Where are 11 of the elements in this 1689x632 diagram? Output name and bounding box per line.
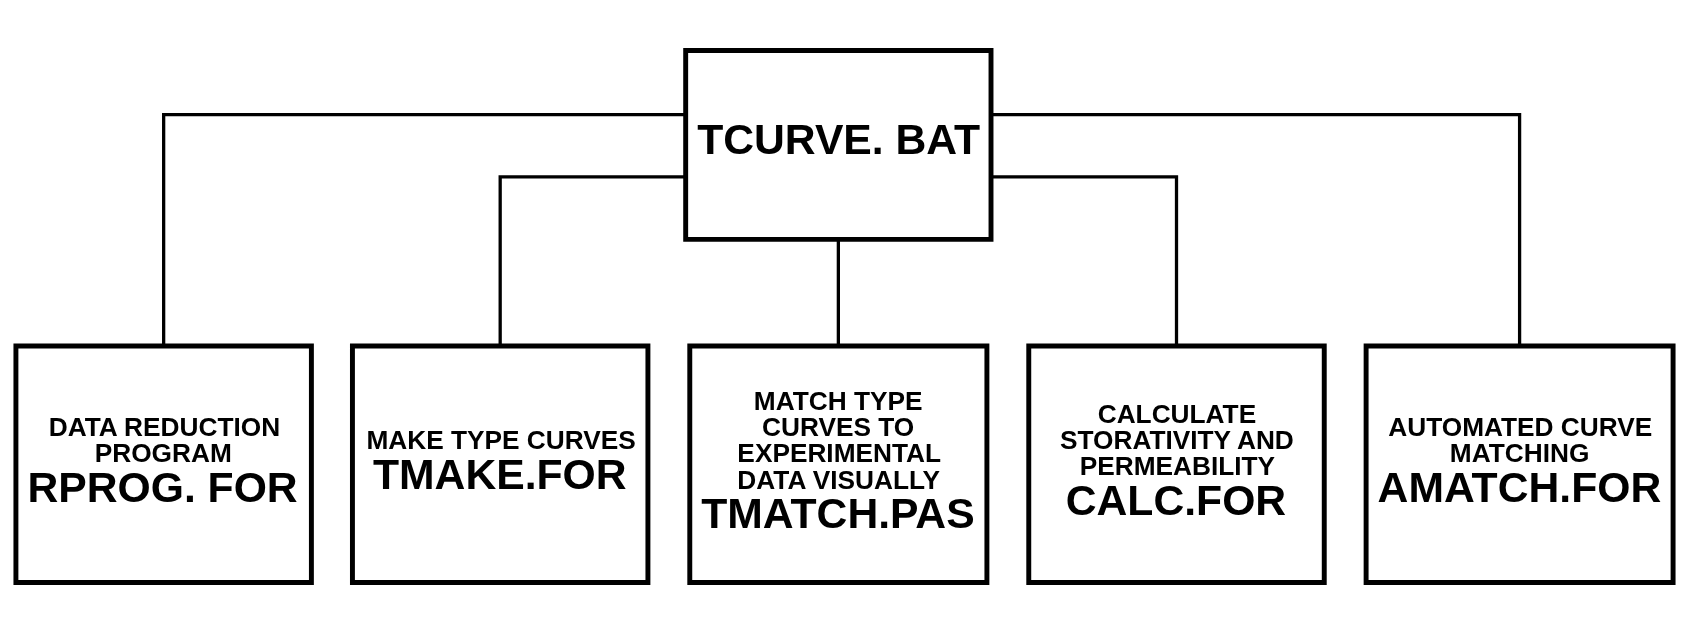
- connector: [836, 238, 840, 346]
- connector: [991, 112, 1522, 346]
- node-box: TCURVE. BAT: [683, 47, 994, 242]
- connector: [498, 174, 686, 346]
- node-box: CALCULATE STORATIVITY AND PERMEABILITY CALC.FOR: [1026, 343, 1327, 585]
- connector: [162, 112, 686, 346]
- node-box: MAKE TYPE CURVES TMAKE.FOR: [350, 343, 651, 585]
- node-box: DATA REDUCTION PROGRAM RPROG. FOR: [13, 343, 314, 585]
- connector: [991, 174, 1179, 346]
- node-box: MATCH TYPE CURVES TO EXPERIMENTAL DATA VISUALLY TMATCH.PAS: [687, 343, 990, 585]
- node-box: AUTOMATED CURVE MATCHING AMATCH.FOR: [1363, 343, 1676, 585]
